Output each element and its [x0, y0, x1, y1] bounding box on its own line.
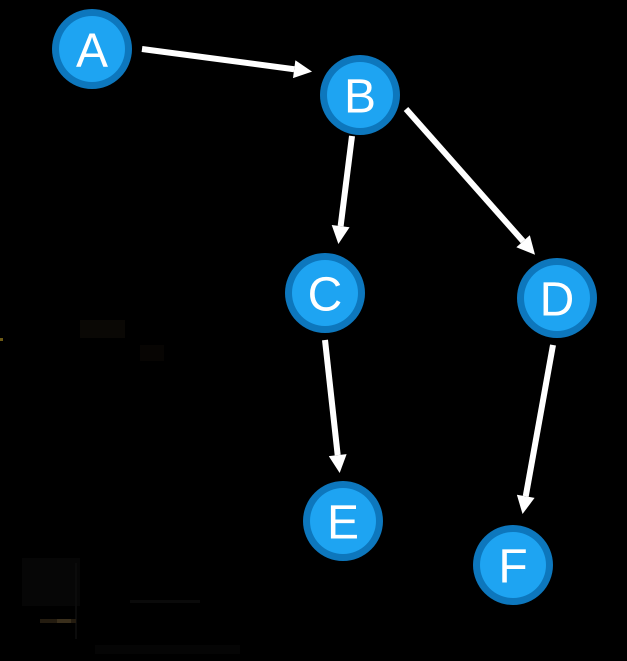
graph-node-C[interactable]: C: [285, 253, 365, 333]
edge-B-to-C: [331, 135, 355, 245]
graph-node-D[interactable]: D: [517, 258, 597, 338]
node-label: B: [344, 70, 376, 123]
edge-C-to-E: [322, 339, 347, 474]
graph-node-B[interactable]: B: [320, 55, 400, 135]
graph-node-A[interactable]: A: [52, 9, 132, 89]
node-fill: [310, 488, 376, 554]
edges-layer: [141, 46, 556, 515]
graph-node-E[interactable]: E: [303, 481, 383, 561]
node-label: D: [540, 273, 575, 326]
node-fill: [524, 265, 590, 331]
node-fill: [292, 260, 358, 326]
edge-A-to-B: [141, 46, 313, 79]
nodes-layer: A B C D E F: [52, 9, 597, 605]
node-label: E: [327, 496, 359, 549]
node-fill: [59, 16, 125, 82]
node-fill: [480, 532, 546, 598]
node-label: A: [76, 24, 108, 77]
edge-B-to-D: [403, 107, 536, 255]
edge-D-to-F: [516, 344, 556, 515]
node-label: C: [308, 268, 343, 321]
node-fill: [327, 62, 393, 128]
node-label: F: [498, 540, 527, 593]
graph-node-F[interactable]: F: [473, 525, 553, 605]
